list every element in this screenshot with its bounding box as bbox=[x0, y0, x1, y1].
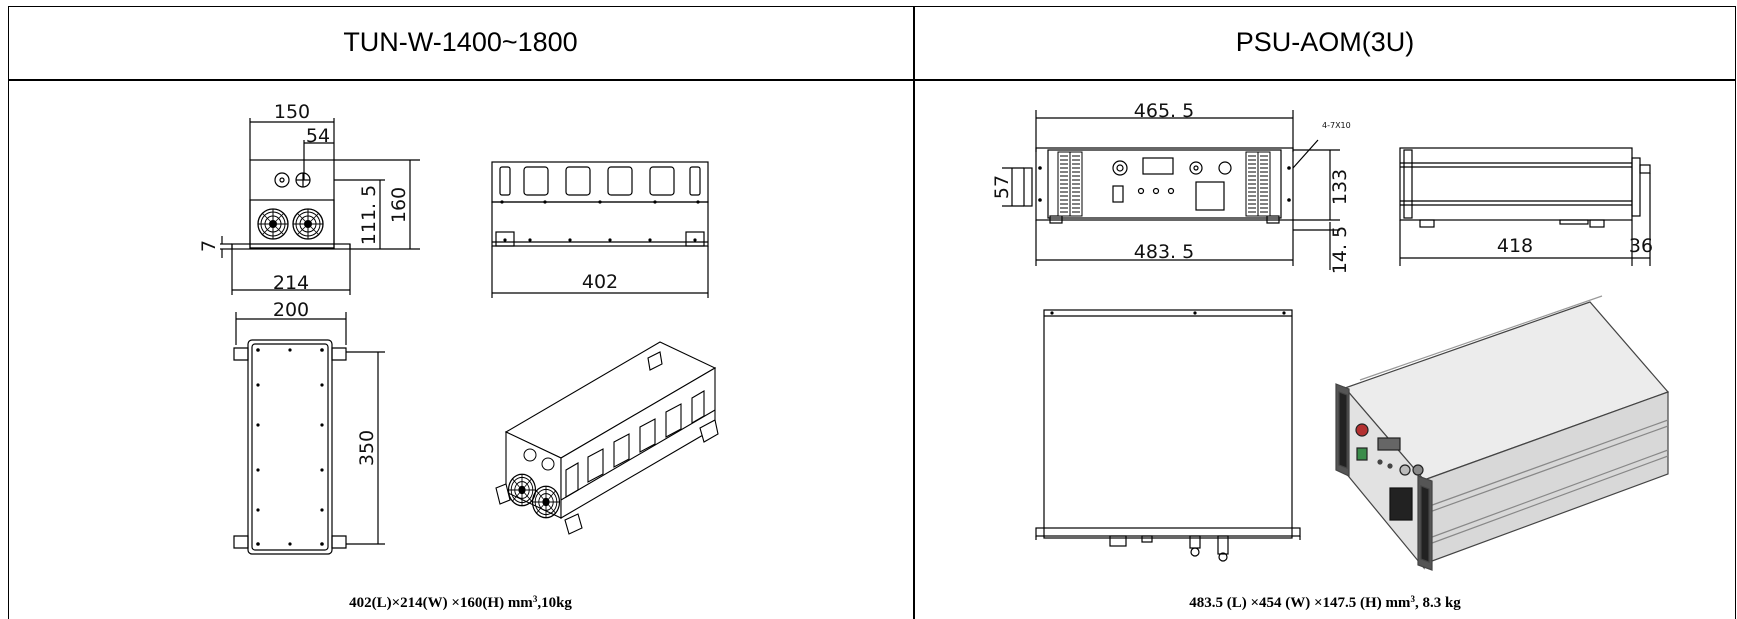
dim-14-5: 14. 5 bbox=[1329, 226, 1351, 274]
column-divider bbox=[913, 6, 915, 619]
caption-left-main: 402(L)×214(W) ×160(H) mm bbox=[349, 594, 533, 611]
dim-350: 350 bbox=[356, 430, 378, 466]
psu-top-view bbox=[1035, 309, 1301, 562]
fan-icon bbox=[531, 485, 561, 519]
caption-right-sup: 3 bbox=[1410, 594, 1415, 604]
dim-57: 57 bbox=[991, 175, 1013, 199]
table-frame bbox=[8, 6, 1736, 619]
column-title-left: TUN-W-1400~1800 bbox=[343, 27, 578, 57]
tun-isometric-view bbox=[495, 341, 719, 535]
caption-right-main: 483.5 (L) ×454 (W) ×147.5 (H) mm bbox=[1189, 594, 1411, 611]
dim-133: 133 bbox=[1329, 169, 1351, 205]
tun-top-view bbox=[233, 312, 385, 555]
dim-36: 36 bbox=[1629, 235, 1653, 257]
psu-side-view bbox=[1399, 147, 1651, 266]
tun-front-view bbox=[220, 118, 420, 295]
caption-left-tail: ,10kg bbox=[537, 594, 572, 611]
dim-54: 54 bbox=[306, 125, 330, 147]
vent-grille bbox=[1057, 151, 1071, 217]
vent-grille bbox=[1245, 151, 1259, 217]
connector-icon bbox=[523, 448, 537, 462]
caption-right-tail: , 8.3 kg bbox=[1414, 594, 1461, 611]
caption-left-sup: 3 bbox=[532, 594, 538, 604]
fan-icon bbox=[257, 208, 289, 240]
dim-150: 150 bbox=[274, 101, 310, 123]
psu-isometric-view bbox=[1335, 295, 1670, 571]
dim-402: 402 bbox=[582, 271, 618, 293]
tun-top-screws bbox=[256, 348, 324, 546]
dim-483-5: 483. 5 bbox=[1134, 241, 1194, 263]
dim-hole-spec: 4-7X10 bbox=[1322, 121, 1351, 130]
psu-front-view bbox=[1002, 110, 1340, 270]
header-divider bbox=[8, 79, 1736, 81]
dim-465-5: 465. 5 bbox=[1134, 100, 1194, 122]
fan-icon bbox=[507, 473, 537, 507]
psu-top-screws bbox=[1050, 311, 1286, 315]
fan-icon bbox=[292, 208, 324, 240]
psu-front-holes bbox=[1038, 166, 1291, 202]
dim-200: 200 bbox=[273, 299, 309, 321]
vent-grille bbox=[1069, 151, 1083, 217]
column-title-right: PSU-AOM(3U) bbox=[1235, 27, 1415, 57]
connector-icon bbox=[541, 457, 555, 471]
dim-160: 160 bbox=[388, 187, 410, 223]
dim-111-5: 111. 5 bbox=[358, 185, 380, 245]
dim-7: 7 bbox=[198, 240, 220, 252]
vent-grille bbox=[1257, 151, 1271, 217]
tun-side-screws bbox=[500, 200, 700, 242]
dim-214: 214 bbox=[273, 272, 309, 294]
dim-418: 418 bbox=[1497, 235, 1533, 257]
